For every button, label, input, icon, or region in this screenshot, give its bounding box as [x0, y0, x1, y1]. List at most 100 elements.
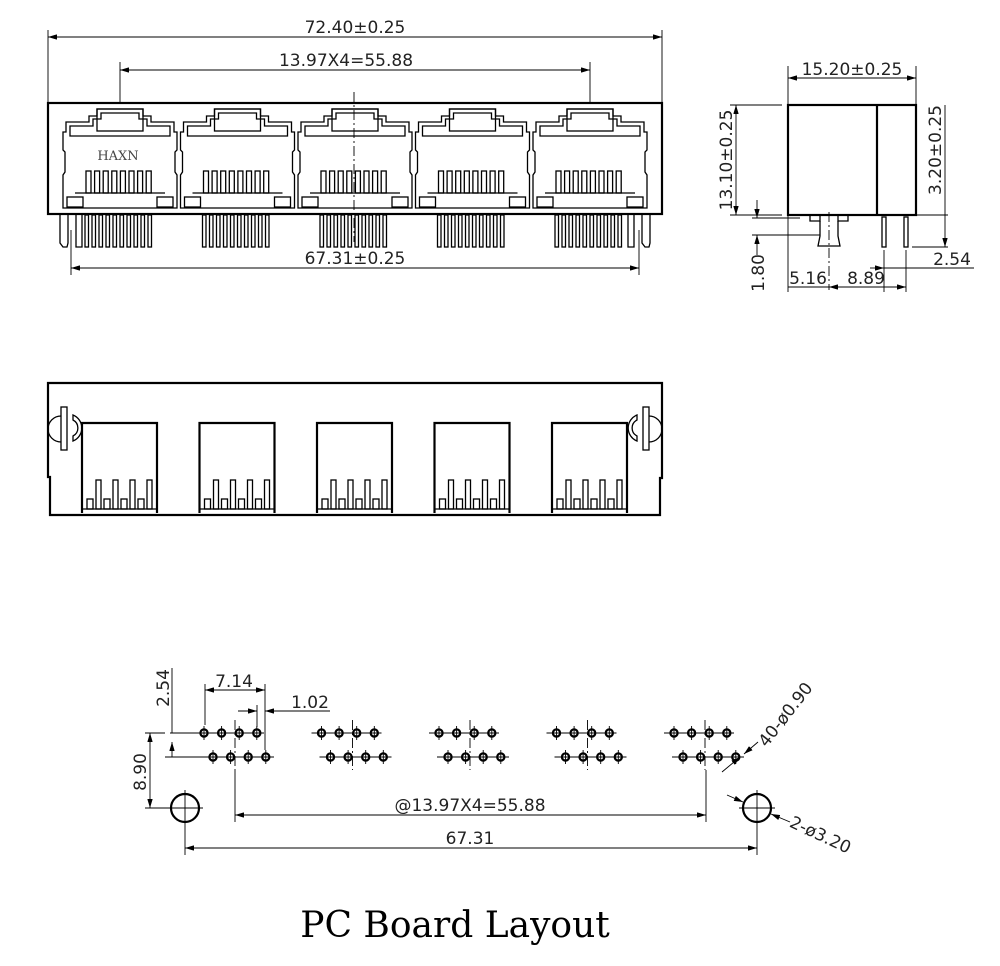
contact [346, 170, 353, 194]
height-label: 13.10±0.25 [717, 110, 737, 211]
short-pin [355, 498, 363, 510]
short-pin [489, 498, 498, 510]
pin [84, 214, 90, 248]
short-pin [556, 498, 564, 510]
pin [471, 214, 477, 248]
pin [112, 214, 118, 248]
contact [606, 170, 614, 194]
pin [326, 214, 332, 248]
pin [610, 214, 616, 248]
pin [617, 214, 623, 248]
left-peg [59, 214, 69, 248]
front-port [297, 108, 413, 248]
contact [555, 170, 562, 194]
pin [361, 214, 367, 248]
pin-spacing-label: 2.54 [933, 250, 971, 270]
pin [229, 214, 235, 248]
contact [220, 170, 227, 194]
contact [463, 170, 470, 194]
pin [347, 214, 353, 248]
pin [264, 214, 270, 248]
peg-span-pcb-label: 67.31 [446, 829, 495, 849]
peg-holes-label: 2-ø3.20 [786, 813, 854, 859]
pin [340, 214, 346, 248]
tall-pin [112, 479, 119, 510]
tall-pin [616, 479, 623, 510]
contact [85, 170, 92, 194]
group-width-label: 7.14 [215, 672, 253, 692]
pin [464, 214, 470, 248]
pin [147, 214, 153, 248]
contact [211, 170, 218, 194]
short-pin [237, 498, 246, 510]
tall-pin [481, 479, 489, 510]
contact [598, 170, 605, 194]
tall-pin [229, 479, 237, 510]
pin [485, 214, 491, 248]
peg-to-front-label: 5.16 [789, 269, 827, 289]
pin [243, 214, 249, 248]
pin [319, 214, 325, 248]
tall-pin [599, 479, 606, 510]
short-pin [103, 498, 111, 510]
peg-offset-label: 1.80 [749, 254, 769, 292]
pin [436, 214, 442, 248]
tall-pin [347, 479, 354, 510]
port-pitch-label: 13.97X4=55.88 [279, 51, 413, 71]
short-pin [338, 498, 346, 510]
pin [140, 214, 146, 248]
short-pin [438, 498, 447, 510]
short-pin [321, 498, 329, 510]
contact [111, 170, 118, 194]
pin [568, 214, 574, 248]
contact [615, 170, 622, 194]
contact [245, 170, 253, 194]
contact [581, 170, 588, 194]
contact [354, 170, 362, 194]
pin [133, 214, 139, 248]
peg-row-distance-label: 8.90 [131, 753, 151, 791]
depth-label: 15.20±0.25 [802, 60, 903, 80]
contact [371, 170, 379, 194]
contact [228, 170, 235, 194]
group-pitch-label: @13.97X4=55.88 [394, 796, 545, 816]
contact [337, 170, 344, 194]
contact [498, 170, 505, 194]
contact [128, 170, 135, 194]
contact [563, 170, 571, 194]
pin [354, 214, 360, 248]
tall-pin [582, 479, 589, 510]
front-port [414, 108, 531, 248]
tall-pin [381, 479, 388, 510]
front-port [532, 108, 648, 248]
front-view: 72.40±0.25 13.97X4=55.88 HAXN 67.31±0.25 [46, 18, 664, 275]
pcb-layout-title: PC Board Layout [300, 905, 610, 946]
contact [446, 170, 453, 194]
pin [478, 214, 484, 248]
pin [208, 214, 214, 248]
rear-port [315, 421, 394, 513]
rear-port [80, 421, 159, 513]
pin [257, 214, 263, 248]
tall-pin [447, 479, 455, 510]
tall-pin [498, 479, 506, 510]
pin [582, 214, 588, 248]
contact [136, 170, 144, 194]
peg-to-pins-label: 8.89 [847, 269, 885, 289]
pin-length-label: 3.20±0.25 [926, 105, 946, 195]
tall-pin [246, 479, 254, 510]
pin [91, 214, 97, 248]
pin [499, 214, 505, 248]
right-peg [641, 214, 651, 248]
pin [222, 214, 228, 248]
contact [472, 170, 479, 194]
contact [480, 170, 488, 194]
pin [596, 214, 602, 248]
pin [333, 214, 339, 248]
contact [263, 170, 270, 194]
front-port [179, 108, 296, 248]
short-pin [137, 498, 145, 510]
short-pin [120, 498, 128, 510]
contact [363, 170, 370, 194]
